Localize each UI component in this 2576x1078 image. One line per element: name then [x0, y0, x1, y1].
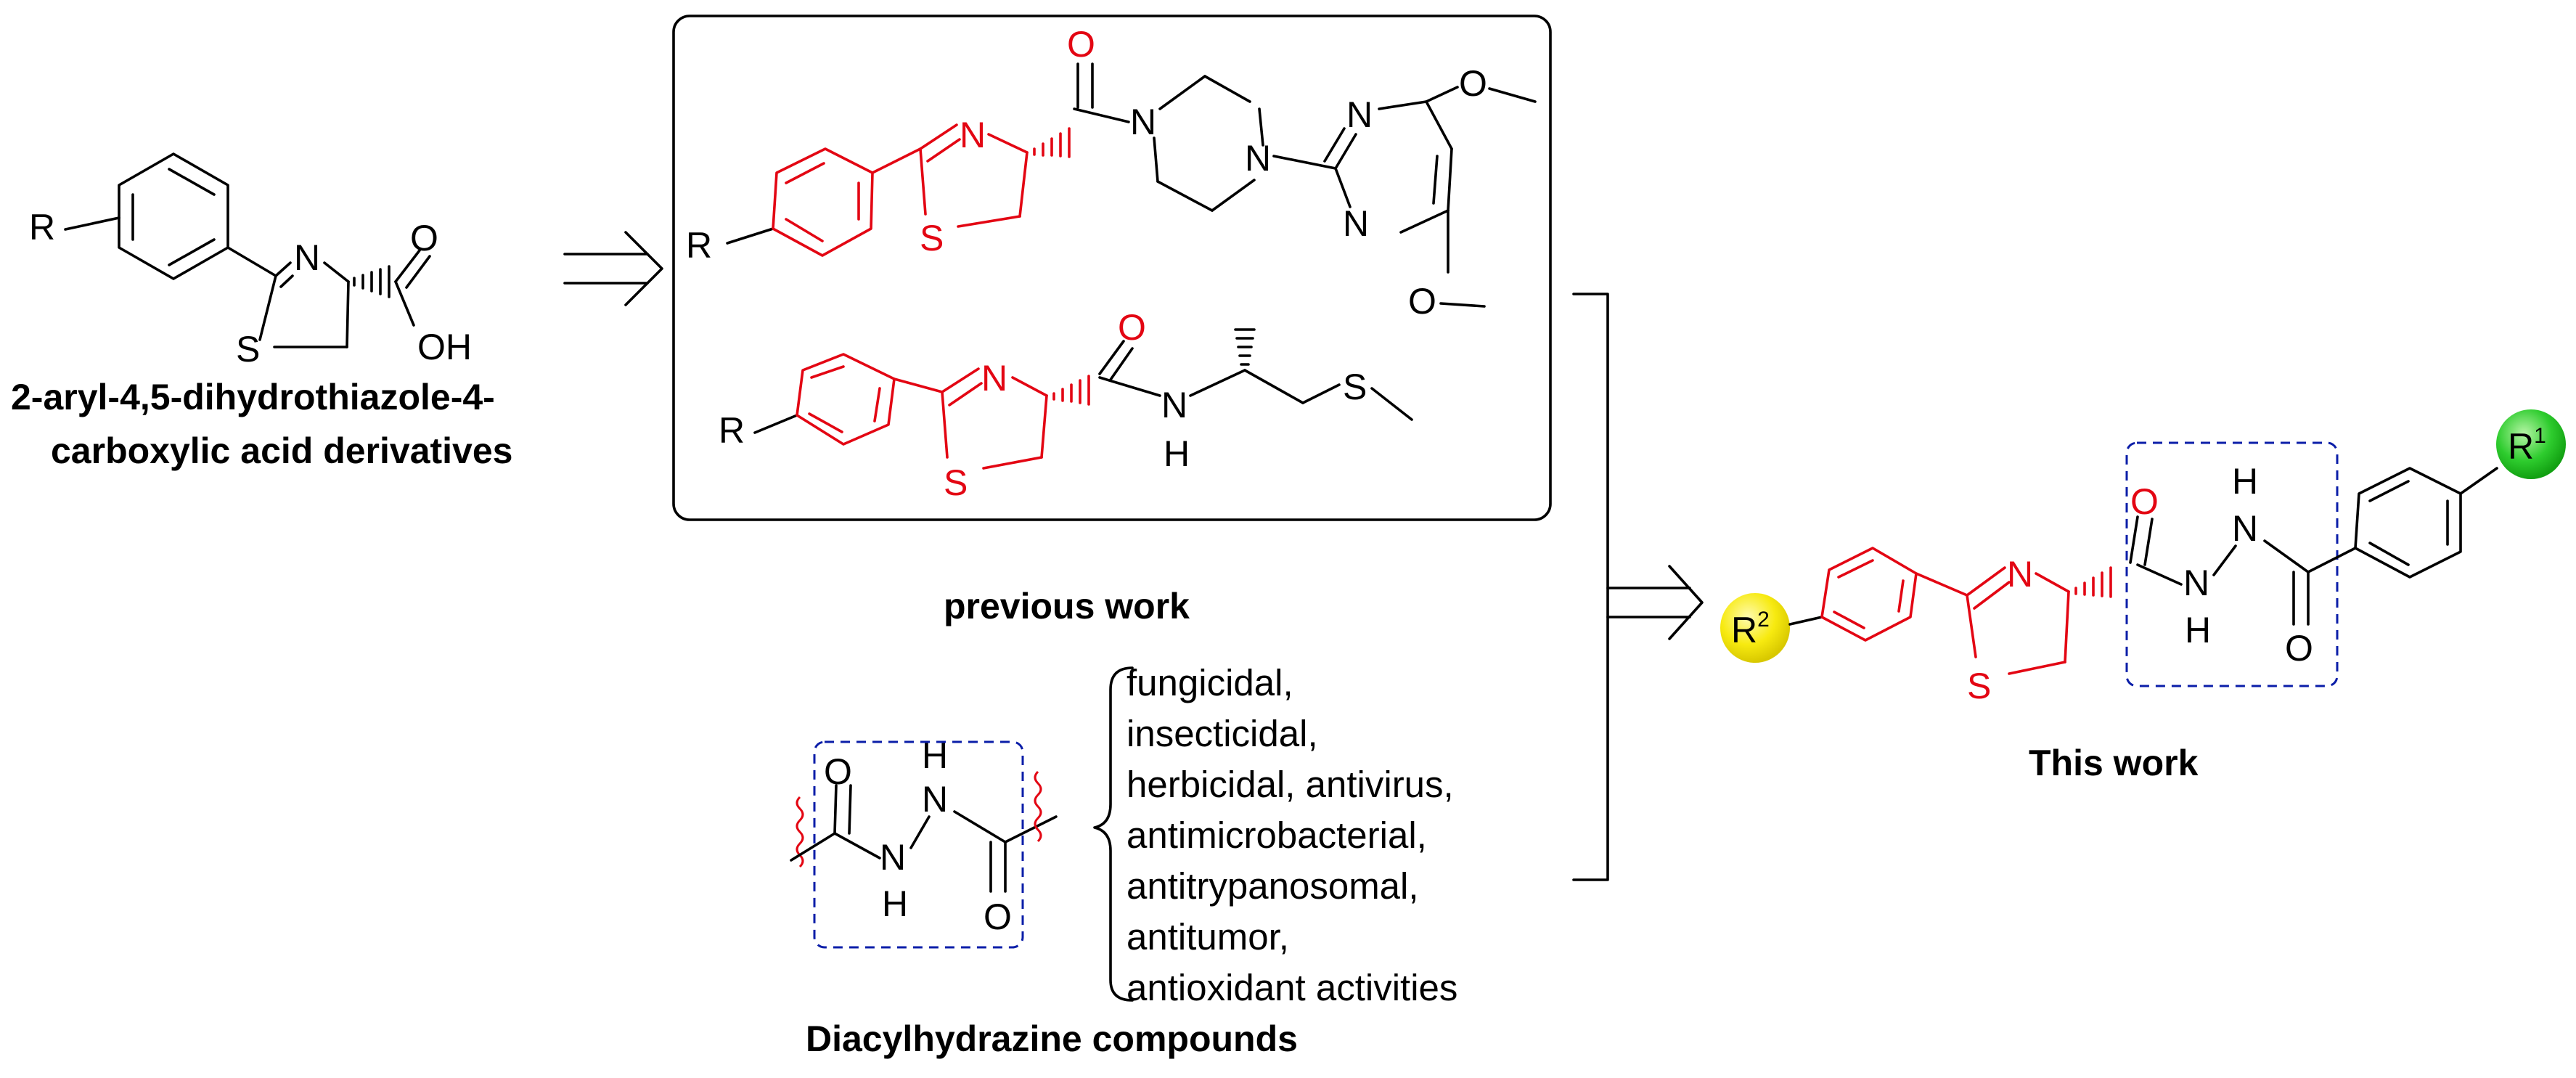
- previous-molecule-2: R N S O N H: [719, 307, 1413, 503]
- activity-list: fungicidal, insecticidal, herbicidal, an…: [1127, 662, 1457, 1008]
- mol1-s-ring: S: [920, 218, 944, 258]
- target-n2-atom: N: [2232, 508, 2258, 549]
- mol1-o1-atom: O: [1459, 63, 1487, 104]
- mol1-n1-atom: N: [1130, 102, 1156, 142]
- target-s-ring: S: [1967, 666, 1991, 706]
- target-n1-atom: N: [2183, 563, 2209, 603]
- activity-item: insecticidal,: [1127, 713, 1318, 754]
- activity-item: antimicrobacterial,: [1127, 814, 1427, 856]
- diacylhydrazine-structure: O N H N H O: [790, 735, 1058, 949]
- activity-item: antitrypanosomal,: [1127, 865, 1419, 907]
- previous-molecule-1: R N S O N N: [686, 24, 1537, 322]
- activity-brace: [1093, 666, 1134, 1002]
- target-r2-atom: R2: [1731, 608, 1770, 650]
- r1-ball: [2496, 409, 2566, 479]
- mol1-pn2-atom: N: [1343, 203, 1369, 244]
- merge-bracket: [1572, 293, 1609, 881]
- activity-item: antioxidant activities: [1127, 967, 1457, 1008]
- mol1-r-atom: R: [686, 225, 712, 266]
- diacyl-dashed-box: [813, 740, 1024, 949]
- target-h1-atom: H: [2185, 610, 2211, 650]
- start-caption-line2: carboxylic acid derivatives: [51, 430, 512, 471]
- start-o-atom: O: [410, 218, 438, 258]
- start-oh-atom: OH: [417, 327, 472, 367]
- previous-work-box: [672, 15, 1552, 521]
- diacyl-o1-atom: O: [824, 751, 852, 792]
- mol2-s-ring: S: [944, 462, 968, 503]
- activity-item: fungicidal,: [1127, 662, 1293, 703]
- mol1-o2-atom: O: [1408, 281, 1436, 322]
- diacyl-h1-atom: H: [882, 883, 908, 924]
- mol2-o-atom: O: [1118, 307, 1146, 348]
- target-structure: R2 N S O N H N H: [1720, 409, 2566, 706]
- diacyl-n1-atom: N: [880, 837, 906, 878]
- start-caption-line1: 2-aryl-4,5-dihydrothiazole-4-: [11, 377, 495, 417]
- mol2-n-atom: N: [1161, 385, 1187, 425]
- mol2-n-ring: N: [981, 358, 1007, 399]
- start-s-atom: S: [236, 329, 260, 369]
- mol1-o-atom: O: [1067, 24, 1095, 65]
- diacyl-n2-atom: N: [922, 779, 948, 820]
- start-n-atom: N: [294, 237, 320, 278]
- diacyl-h2-atom: H: [922, 735, 948, 776]
- start-structure: R N S O OH: [29, 152, 472, 369]
- target-r1-atom: R1: [2508, 424, 2546, 467]
- target-o2-atom: O: [2285, 628, 2313, 669]
- start-r-atom: R: [29, 207, 55, 248]
- retro-arrow-1: [563, 231, 663, 306]
- target-h2-atom: H: [2232, 461, 2258, 502]
- mol1-n2-atom: N: [1245, 138, 1271, 179]
- diacyl-o2-atom: O: [984, 897, 1012, 937]
- mol2-h-atom: H: [1164, 433, 1190, 474]
- target-n-ring: N: [2007, 554, 2033, 595]
- activity-item: herbicidal, antivirus,: [1127, 764, 1454, 805]
- mol1-pn1-atom: N: [1346, 94, 1373, 135]
- mol2-r-atom: R: [719, 410, 745, 451]
- retro-arrow-2: [1606, 565, 1704, 640]
- mol1-n-ring: N: [960, 115, 986, 155]
- activity-item: antitumor,: [1127, 916, 1289, 957]
- diacyl-caption: Diacylhydrazine compounds: [806, 1018, 1298, 1059]
- mol2-s-atom: S: [1343, 367, 1367, 407]
- previous-work-caption: previous work: [944, 586, 1190, 626]
- this-work-caption: This work: [2029, 743, 2199, 783]
- r2-ball: [1720, 593, 1790, 663]
- target-o1-atom: O: [2130, 481, 2159, 522]
